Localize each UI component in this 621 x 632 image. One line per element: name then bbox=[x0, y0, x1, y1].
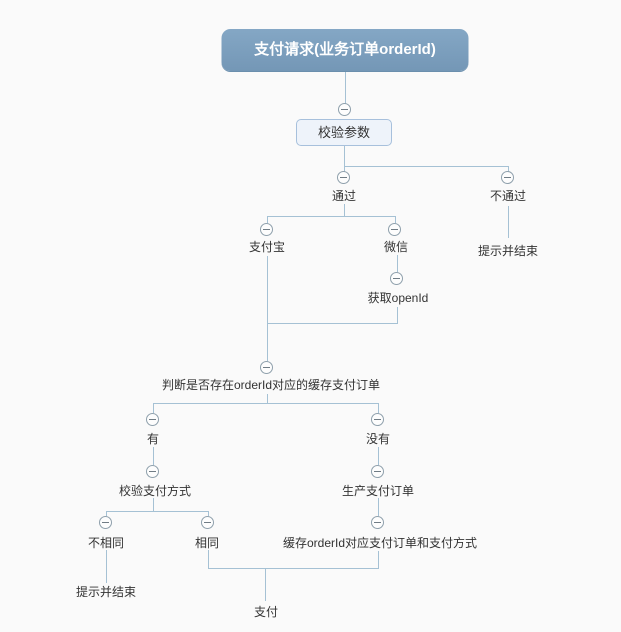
connector-line bbox=[378, 551, 379, 568]
collapse-icon[interactable] bbox=[260, 223, 273, 236]
connector-line bbox=[267, 216, 396, 217]
root-topic-payment-request[interactable]: 支付请求(业务订单orderId) bbox=[221, 29, 469, 71]
topic-has-not[interactable]: 没有 bbox=[365, 432, 391, 446]
connector-line bbox=[106, 550, 107, 583]
collapse-icon[interactable] bbox=[371, 465, 384, 478]
topic-not-same[interactable]: 不相同 bbox=[87, 536, 125, 550]
connector-line bbox=[106, 511, 209, 512]
collapse-icon[interactable] bbox=[337, 171, 350, 184]
topic-fail-end[interactable]: 提示并结束 bbox=[477, 244, 539, 258]
topic-has[interactable]: 有 bbox=[146, 432, 160, 446]
topic-not-same-end[interactable]: 提示并结束 bbox=[75, 585, 137, 599]
topic-wechat[interactable]: 微信 bbox=[383, 240, 409, 254]
connector-line bbox=[208, 550, 209, 568]
connector-line bbox=[106, 511, 107, 516]
connector-line bbox=[344, 166, 509, 167]
connector-line bbox=[267, 256, 268, 361]
connector-line bbox=[265, 568, 266, 601]
collapse-icon[interactable] bbox=[390, 272, 403, 285]
connector-line bbox=[208, 568, 379, 569]
topic-get-openid[interactable]: 获取openId bbox=[367, 291, 429, 305]
connector-line bbox=[208, 511, 209, 516]
topic-fail[interactable]: 不通过 bbox=[489, 189, 527, 203]
connector-line bbox=[378, 498, 379, 516]
collapse-icon[interactable] bbox=[146, 413, 159, 426]
connector-line bbox=[508, 166, 509, 172]
topic-cache-order[interactable]: 缓存orderId对应支付订单和支付方式 bbox=[282, 536, 478, 550]
connector-line bbox=[378, 403, 379, 413]
collapse-icon[interactable] bbox=[388, 223, 401, 236]
collapse-icon[interactable] bbox=[260, 361, 273, 374]
connector-line bbox=[267, 323, 398, 324]
connector-line bbox=[344, 166, 345, 172]
collapse-icon[interactable] bbox=[501, 171, 514, 184]
collapse-icon[interactable] bbox=[371, 516, 384, 529]
collapse-icon[interactable] bbox=[99, 516, 112, 529]
topic-pay[interactable]: 支付 bbox=[253, 605, 279, 619]
connector-line bbox=[395, 216, 396, 223]
collapse-icon[interactable] bbox=[371, 413, 384, 426]
connector-line bbox=[153, 403, 154, 413]
connector-line bbox=[345, 70, 346, 104]
connector-line bbox=[153, 403, 379, 404]
connector-line bbox=[397, 255, 398, 272]
topic-create-pay-order[interactable]: 生产支付订单 bbox=[341, 484, 415, 498]
topic-alipay[interactable]: 支付宝 bbox=[248, 240, 286, 254]
topic-check-params[interactable]: 校验参数 bbox=[296, 119, 392, 146]
collapse-icon[interactable] bbox=[146, 465, 159, 478]
topic-pass[interactable]: 通过 bbox=[331, 189, 357, 203]
connector-line bbox=[397, 307, 398, 323]
connector-line bbox=[153, 447, 154, 465]
connector-line bbox=[378, 447, 379, 465]
connector-line bbox=[344, 146, 345, 166]
topic-judge-cached-order[interactable]: 判断是否存在orderId对应的缓存支付订单 bbox=[161, 378, 381, 392]
connector-line bbox=[267, 394, 268, 403]
collapse-icon[interactable] bbox=[201, 516, 214, 529]
connector-line bbox=[267, 216, 268, 223]
topic-same[interactable]: 相同 bbox=[194, 536, 220, 550]
connector-line bbox=[153, 498, 154, 511]
collapse-icon[interactable] bbox=[338, 103, 351, 116]
topic-check-pay-method[interactable]: 校验支付方式 bbox=[118, 484, 192, 498]
connector-line bbox=[508, 206, 509, 238]
connector-line bbox=[344, 204, 345, 216]
